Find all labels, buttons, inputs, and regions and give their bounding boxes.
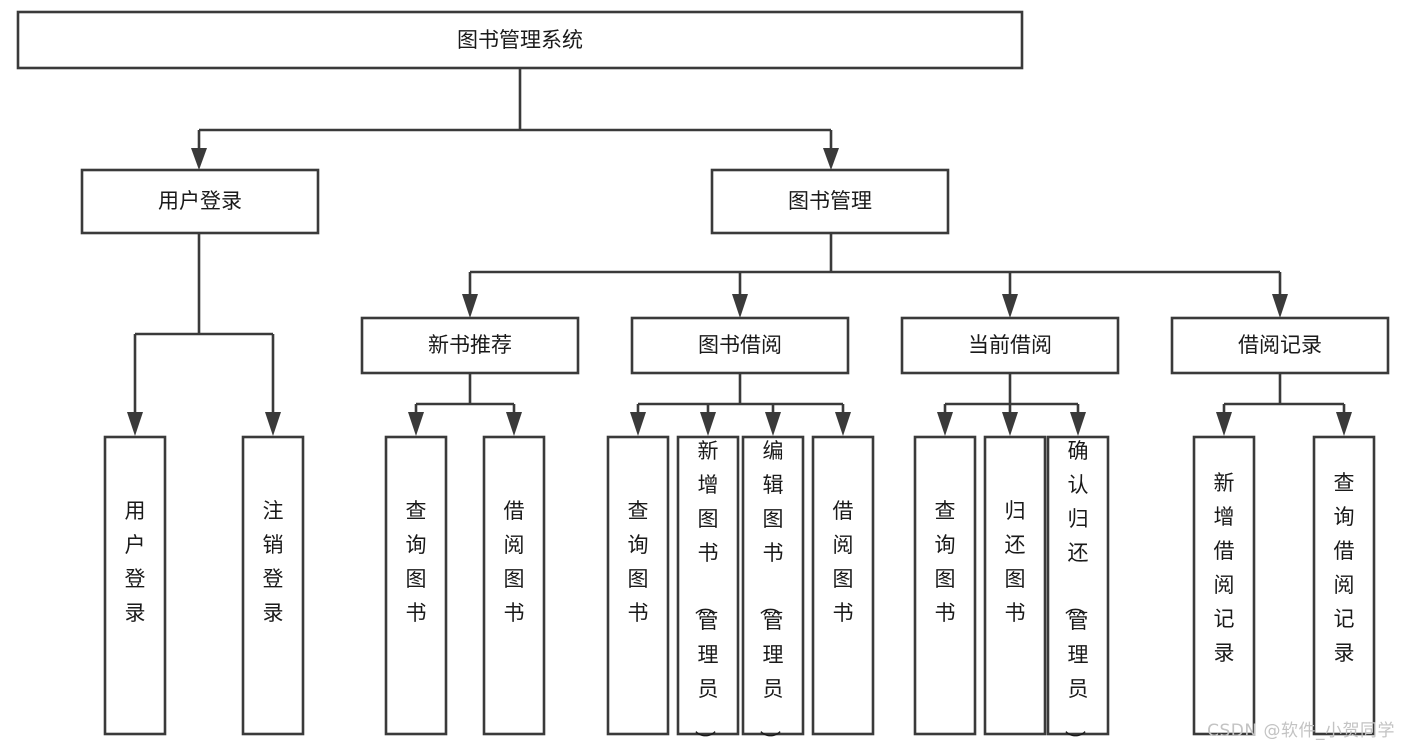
node-leaf-borrow-query-box[interactable] [606, 435, 670, 736]
node-leaf-record-add-box[interactable] [1192, 435, 1256, 736]
arrow-to-leaf-current-return [1002, 412, 1018, 436]
node-leaf-recommend-borrow[interactable]: 借阅图书 [482, 435, 546, 736]
arrow-to-leaf-current-confirm [1070, 412, 1086, 436]
node-leaf-record-add[interactable]: 新增借阅记录 [1192, 435, 1256, 736]
edge-root-trunk [197, 68, 833, 156]
node-leaf-current-query[interactable]: 查询图书 [913, 435, 977, 736]
node-borrow-record[interactable]: 借阅记录 [1170, 316, 1390, 375]
node-current-borrow-label: 当前借阅 [968, 333, 1052, 357]
node-leaf-borrow-lend-label: 借阅图书 [833, 499, 854, 625]
node-leaf-borrow-query[interactable]: 查询图书 [606, 435, 670, 736]
node-leaf-borrow-query-label: 查询图书 [628, 499, 649, 625]
node-leaf-current-confirm-label: 确认归还（管理员） [1063, 439, 1089, 747]
node-leaf-record-query-label: 查询借阅记录 [1334, 471, 1355, 665]
node-leaf-recommend-borrow-label: 借阅图书 [504, 499, 525, 625]
arrow-to-leaf-borrow-query [630, 412, 646, 436]
arrow-to-leaf-borrow-add [700, 412, 716, 436]
node-leaf-recommend-query[interactable]: 查询图书 [384, 435, 448, 736]
arrow-to-current-borrow [1002, 294, 1018, 318]
edge-book-borrow-trunk [636, 373, 845, 418]
node-user-login[interactable]: 用户登录 [80, 168, 320, 235]
node-book-manage[interactable]: 图书管理 [710, 168, 950, 235]
node-leaf-user-logout-label: 注销登录 [263, 499, 284, 625]
node-root-label: 图书管理系统 [457, 28, 583, 52]
node-leaf-current-confirm[interactable]: 确认归还（管理员） [1046, 435, 1110, 747]
node-leaf-record-add-label: 新增借阅记录 [1214, 471, 1235, 665]
node-book-borrow-label: 图书借阅 [698, 333, 782, 357]
node-leaf-borrow-add-box[interactable] [676, 435, 740, 736]
node-leaf-borrow-add[interactable]: 新增图书（管理员） [676, 435, 740, 747]
node-leaf-current-return[interactable]: 归还图书 [983, 435, 1047, 736]
node-user-login-box[interactable] [80, 168, 320, 235]
node-leaf-recommend-borrow-box[interactable] [482, 435, 546, 736]
node-leaf-user-login-box[interactable] [103, 435, 167, 736]
node-current-borrow-box[interactable] [900, 316, 1120, 375]
arrow-to-leaf-recommend-borrow [506, 412, 522, 436]
node-book-borrow-box[interactable] [630, 316, 850, 375]
arrow-to-user-login [191, 148, 207, 170]
node-leaf-user-login[interactable]: 用户登录 [103, 435, 167, 736]
arrow-to-leaf-user-login [127, 412, 143, 436]
node-leaf-borrow-lend[interactable]: 借阅图书 [811, 435, 875, 736]
node-root-box[interactable] [16, 10, 1024, 70]
edge-current-borrow-trunk [943, 373, 1080, 418]
arrow-to-leaf-user-logout [265, 412, 281, 436]
node-leaf-user-login-label: 用户登录 [125, 499, 146, 625]
arrow-to-borrow-record [1272, 294, 1288, 318]
node-leaf-borrow-edit[interactable]: 编辑图书（管理员） [741, 435, 805, 747]
node-current-borrow[interactable]: 当前借阅 [900, 316, 1120, 375]
node-new-book-recommend-box[interactable] [360, 316, 580, 375]
arrow-to-leaf-recommend-query [408, 412, 424, 436]
arrow-to-book-manage [823, 148, 839, 170]
node-leaf-borrow-edit-label: 编辑图书（管理员） [758, 439, 784, 747]
node-leaf-user-logout[interactable]: 注销登录 [241, 435, 305, 736]
arrow-to-book-borrow [732, 294, 748, 318]
edge-new-book-recommend-trunk [414, 373, 516, 418]
node-borrow-record-label: 借阅记录 [1238, 333, 1322, 357]
edges-layer [127, 68, 1352, 436]
edge-book-manage-trunk [468, 233, 1282, 296]
arrow-to-leaf-current-query [937, 412, 953, 436]
node-leaf-user-logout-box[interactable] [241, 435, 305, 736]
node-leaf-current-query-label: 查询图书 [935, 499, 956, 625]
node-new-book-recommend[interactable]: 新书推荐 [360, 316, 580, 375]
node-new-book-recommend-label: 新书推荐 [428, 333, 512, 357]
node-book-manage-box[interactable] [710, 168, 950, 235]
edge-user-login-trunk [133, 233, 275, 418]
csdn-watermark: CSDN @软件_小贺同学 [1207, 721, 1395, 741]
node-book-manage-label: 图书管理 [788, 189, 872, 213]
edge-borrow-record-trunk [1222, 373, 1346, 418]
arrow-to-leaf-borrow-edit [765, 412, 781, 436]
node-user-login-label: 用户登录 [158, 189, 242, 213]
node-leaf-recommend-query-box[interactable] [384, 435, 448, 736]
node-leaf-record-query[interactable]: 查询借阅记录 [1312, 435, 1376, 736]
node-leaf-current-return-box[interactable] [983, 435, 1047, 736]
leaf-nodes-layer: 用户登录 注销登录 查询图书 借阅图书 查询图书 新增图书（管理员） [103, 435, 1376, 747]
node-leaf-current-return-label: 归还图书 [1005, 499, 1026, 625]
arrow-to-leaf-record-add [1216, 412, 1232, 436]
node-leaf-borrow-lend-box[interactable] [811, 435, 875, 736]
node-leaf-current-confirm-box[interactable] [1046, 435, 1110, 736]
node-leaf-borrow-edit-box[interactable] [741, 435, 805, 736]
arrow-to-leaf-borrow-lend [835, 412, 851, 436]
node-leaf-current-query-box[interactable] [913, 435, 977, 736]
node-leaf-borrow-add-label: 新增图书（管理员） [693, 439, 719, 747]
node-borrow-record-box[interactable] [1170, 316, 1390, 375]
node-leaf-record-query-box[interactable] [1312, 435, 1376, 736]
node-leaf-recommend-query-label: 查询图书 [406, 499, 427, 625]
arrow-to-leaf-record-query [1336, 412, 1352, 436]
node-root[interactable]: 图书管理系统 [16, 10, 1024, 70]
arrow-to-new-book-recommend [462, 294, 478, 318]
node-book-borrow[interactable]: 图书借阅 [630, 316, 850, 375]
